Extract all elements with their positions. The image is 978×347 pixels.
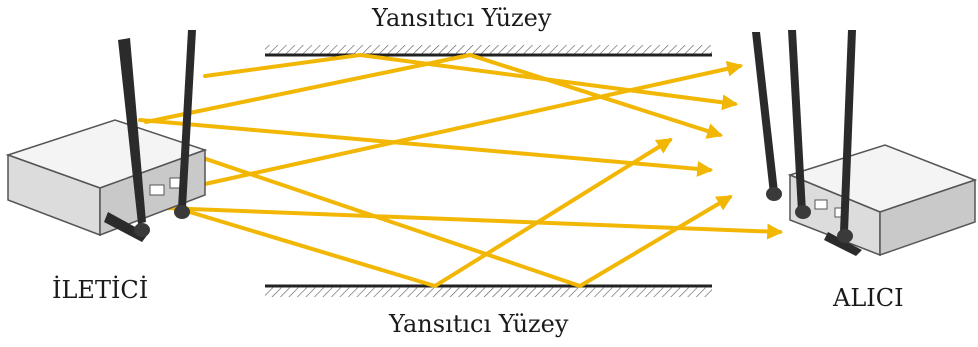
bottom-reflective-surface <box>265 284 712 297</box>
receiver-label: ALICI <box>833 284 904 312</box>
transmitter-label: İLETİCİ <box>52 276 149 304</box>
signal-ray-bottom-2 <box>148 138 673 289</box>
top-surface-label: Yansıtıcı Yüzey <box>372 4 552 32</box>
signal-ray-top-2 <box>144 52 724 139</box>
signal-ray-top-1 <box>203 52 739 111</box>
receiver-router <box>752 30 978 257</box>
transmitter-router <box>5 30 208 242</box>
bottom-surface-label: Yansıtıcı Yüzey <box>389 310 569 338</box>
signal-ray-bottom-1 <box>148 138 733 289</box>
signal-ray-direct-2 <box>163 206 784 240</box>
signal-ray-top-3 <box>203 60 744 186</box>
signal-rays <box>138 52 784 289</box>
top-reflective-surface <box>265 45 712 57</box>
signal-ray-direct-1 <box>138 118 714 177</box>
